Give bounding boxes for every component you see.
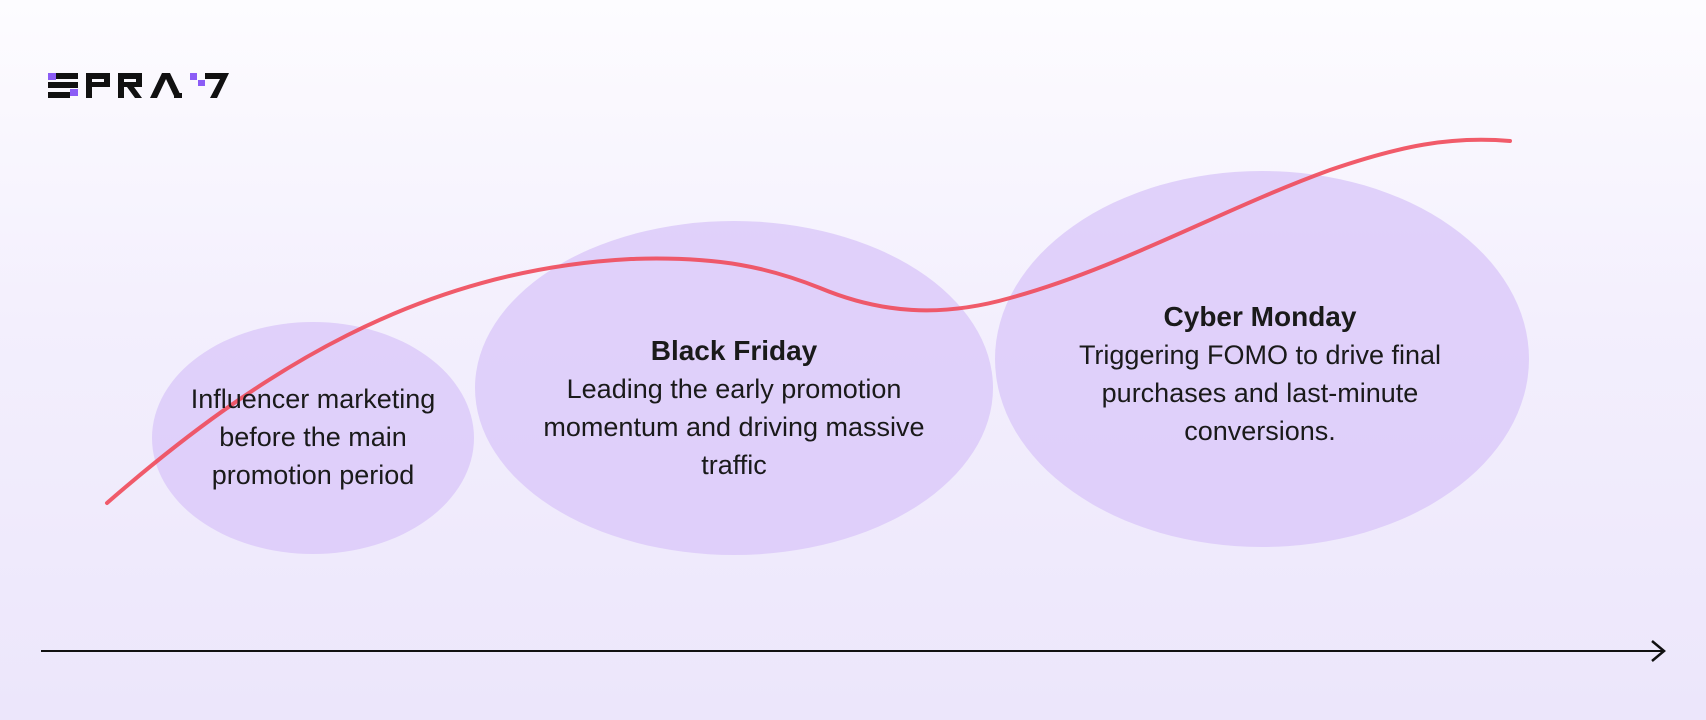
stage-title: Black Friday <box>650 335 818 366</box>
trend-curve <box>105 137 1512 505</box>
stage-description: Leading the early promotion momentum and… <box>543 374 925 480</box>
bubble-cyber-monday <box>995 171 1529 547</box>
stage-description: Influencer marketing before the main pro… <box>190 384 436 490</box>
stage-description: Triggering FOMO to drive final purchases… <box>1078 340 1442 446</box>
logo <box>48 73 229 98</box>
stage-cyber-monday: Cyber Monday Triggering FOMO to drive fi… <box>1040 298 1480 450</box>
axis-arrow-icon <box>1651 640 1666 662</box>
stage-title: Cyber Monday <box>1163 301 1357 332</box>
bubble-influencer <box>152 322 474 554</box>
stage-influencer: Influencer marketing before the main pro… <box>168 380 458 494</box>
stage-black-friday: Black Friday Leading the early promotion… <box>524 332 944 484</box>
